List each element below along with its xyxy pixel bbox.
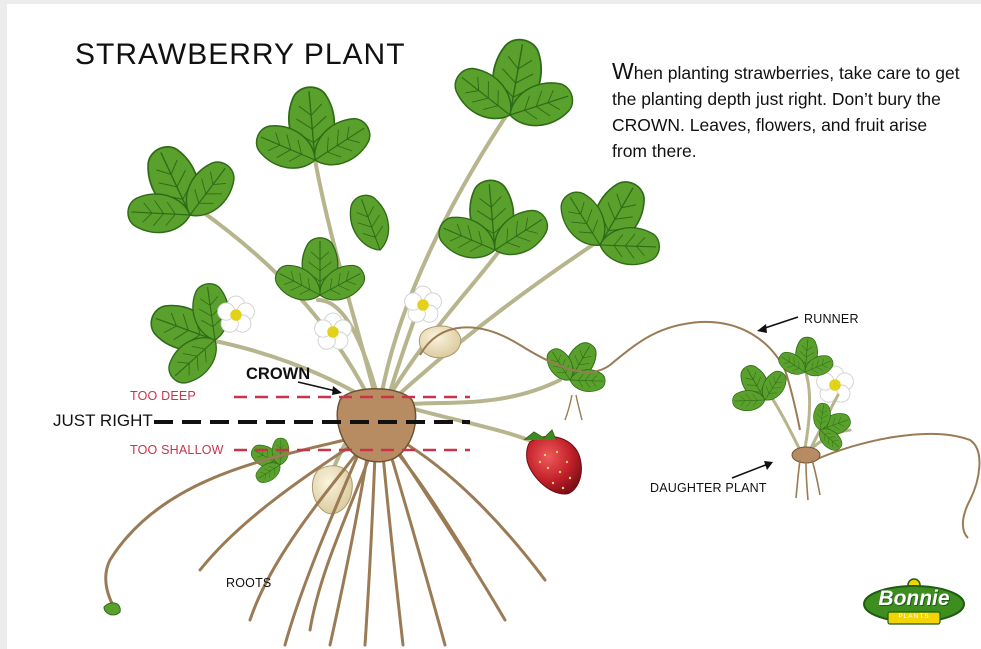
label-roots: ROOTS	[226, 576, 271, 590]
logo-word: Bonnie	[862, 587, 966, 611]
planting-description: When planting strawberries, take care to…	[612, 58, 962, 164]
label-daughter-plant: DAUGHTER PLANT	[650, 481, 767, 495]
label-crown: CROWN	[246, 365, 310, 384]
label-too-shallow: TOO SHALLOW	[130, 443, 224, 457]
label-just-right: JUST RIGHT	[53, 411, 153, 431]
description-drop-cap: W	[612, 58, 634, 84]
unripe-berry-upper	[419, 326, 460, 358]
root-tip-leaf	[104, 603, 120, 615]
label-too-deep: TOO DEEP	[130, 389, 196, 403]
diagram-title: STRAWBERRY PLANT	[75, 38, 406, 72]
label-runner: RUNNER	[804, 312, 859, 326]
bonnie-plants-logo: Bonnie PLANTS	[862, 578, 966, 630]
description-text: hen planting strawberries, take care to …	[612, 63, 960, 161]
logo-subtext: PLANTS	[862, 613, 966, 620]
